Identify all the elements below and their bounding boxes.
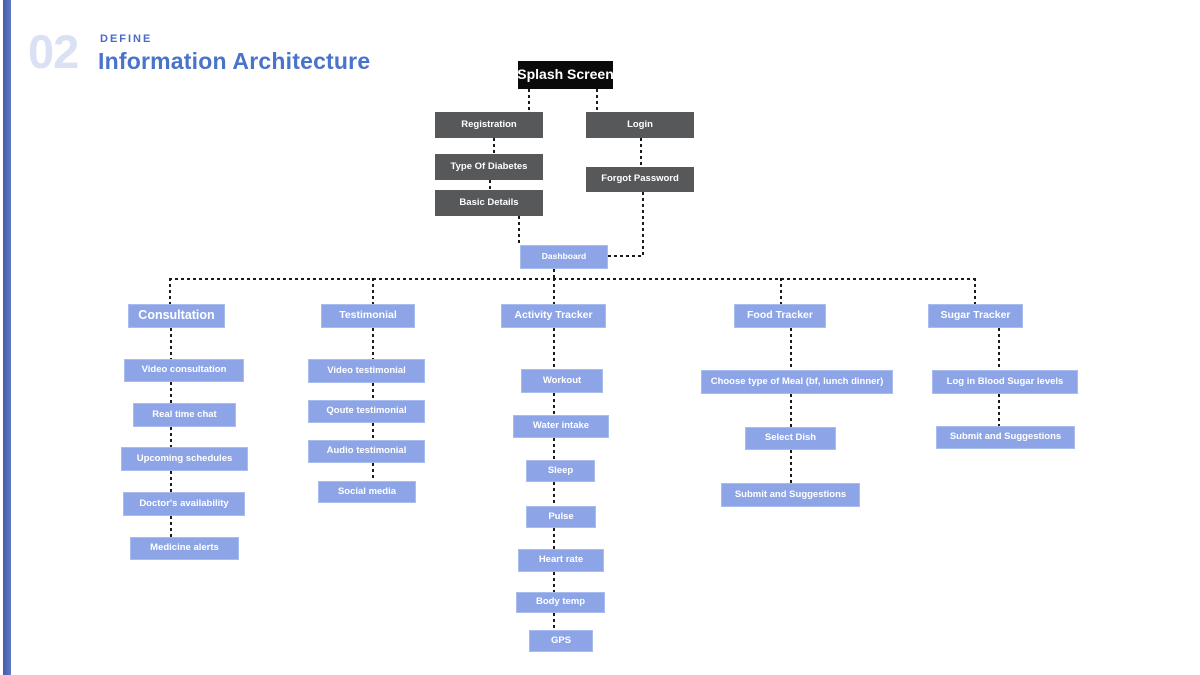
node-food-submit-suggestions: Submit and Suggestions [721,483,860,507]
connector-line [553,528,555,549]
node-choose-type-of-meal: Choose type of Meal (bf, lunch dinner) [701,370,893,394]
node-sugar-tracker: Sugar Tracker [928,304,1023,328]
node-testimonial: Testimonial [321,304,415,328]
connector-trunk-sugar [974,278,976,304]
node-food-tracker: Food Tracker [734,304,826,328]
connector-line [170,328,172,359]
connector-trunk-consultation [169,278,171,304]
connector-line [170,471,172,492]
node-qoute-testimonial: Qoute testimonial [308,400,425,423]
node-splash-screen: Splash Screen [517,61,614,89]
connector-line [553,572,555,592]
connector-line [998,394,1000,426]
node-type-of-diabetes: Type Of Diabetes [435,154,543,180]
left-accent-bar [3,0,11,675]
connector-line [790,450,792,483]
connector-line [553,328,555,369]
node-heart-rate: Heart rate [518,549,604,572]
connector-line [372,383,374,400]
connector-splash-registration [528,89,530,112]
connector-line [553,482,555,506]
node-consultation: Consultation [128,304,225,328]
node-medicine-alerts: Medicine alerts [130,537,239,560]
node-gps: GPS [529,630,593,652]
connector-line [170,516,172,537]
node-upcoming-schedules: Upcoming schedules [121,447,248,471]
connector-line [998,328,1000,370]
node-video-testimonial: Video testimonial [308,359,425,383]
node-real-time-chat: Real time chat [133,403,236,427]
connector-dashboard-trunk [553,269,555,279]
section-kicker: DEFINE [100,33,153,45]
connector-login-forgot [640,138,642,167]
connector-line [170,427,172,447]
node-doctors-availability: Doctor's availability [123,492,245,516]
node-pulse: Pulse [526,506,596,528]
node-log-blood-sugar-levels: Log in Blood Sugar levels [932,370,1078,394]
node-dashboard: Dashboard [520,245,608,269]
slide-number: 02 [28,25,79,78]
connector-line [372,328,374,359]
connector-line [553,393,555,415]
connector-trunk-activity [553,278,555,304]
node-basic-details: Basic Details [435,190,543,216]
connector-type-basic [489,180,491,190]
connector-trunk-food [780,278,782,304]
connector-basic-dashboard [518,216,520,245]
connector-line [553,438,555,460]
connector-line [790,394,792,427]
connector-line [170,382,172,403]
node-water-intake: Water intake [513,415,609,438]
node-social-media: Social media [318,481,416,503]
connector-trunk-testimonial [372,278,374,304]
node-audio-testimonial: Audio testimonial [308,440,425,463]
node-login: Login [586,112,694,138]
node-body-temp: Body temp [516,592,605,613]
connector-forgot-dashboard [608,255,644,257]
node-activity-tracker: Activity Tracker [501,304,606,328]
connector-forgot-down [642,192,644,257]
connector-line [372,463,374,481]
node-video-consultation: Video consultation [124,359,244,382]
node-workout: Workout [521,369,603,393]
connector-line [790,328,792,370]
node-registration: Registration [435,112,543,138]
connector-main-trunk [169,278,976,280]
connector-line [553,613,555,630]
connector-splash-login [596,89,598,112]
node-sleep: Sleep [526,460,595,482]
node-sugar-submit-suggestions: Submit and Suggestions [936,426,1075,449]
node-select-dish: Select Dish [745,427,836,450]
page-title: Information Architecture [98,48,371,74]
connector-line [372,423,374,440]
node-forgot-password: Forgot Password [586,167,694,192]
connector-registration-type [493,138,495,154]
